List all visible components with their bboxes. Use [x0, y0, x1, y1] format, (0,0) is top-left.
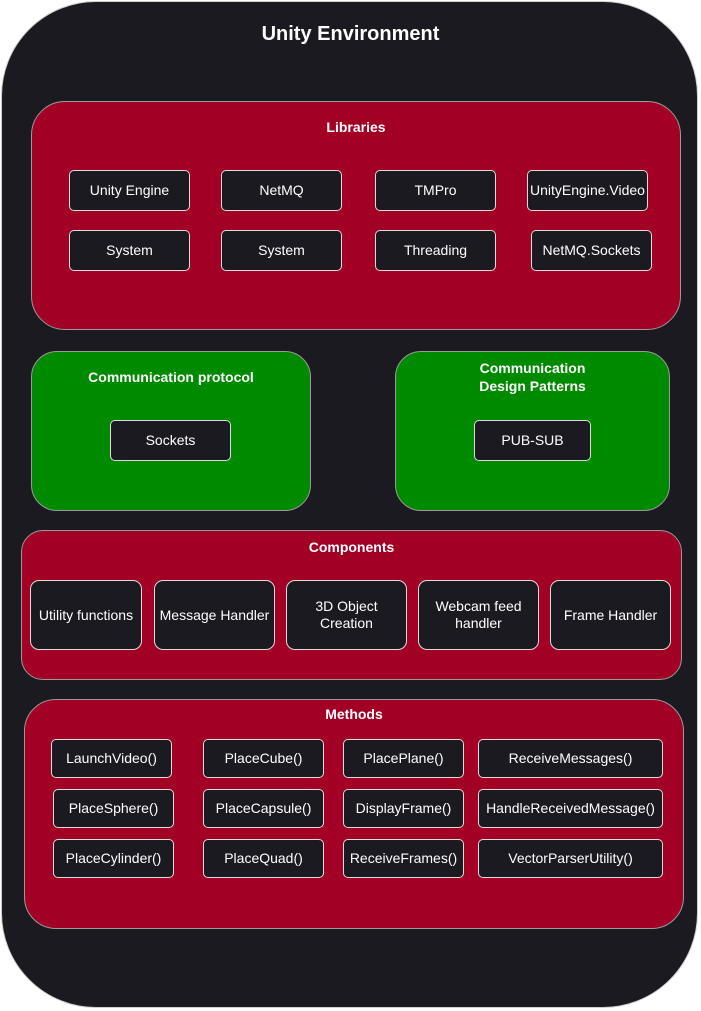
- method-launch-video: LaunchVideo(): [51, 739, 172, 778]
- method-place-cube: PlaceCube(): [203, 739, 324, 778]
- component-3d-object-creation: 3D Object Creation: [286, 580, 407, 650]
- libraries-title: Libraries: [326, 119, 386, 135]
- method-vector-parser-utility: VectorParserUtility(): [478, 839, 663, 878]
- diagram-title: Unity Environment: [261, 23, 440, 45]
- component-frame-handler: Frame Handler: [550, 580, 671, 650]
- method-receive-frames: ReceiveFrames(): [343, 839, 464, 878]
- method-receive-messages: ReceiveMessages(): [478, 739, 663, 778]
- method-place-cylinder: PlaceCylinder(): [53, 839, 174, 878]
- method-handle-received-message: HandleReceivedMessage(): [478, 789, 663, 828]
- method-display-frame: DisplayFrame(): [343, 789, 464, 828]
- library-system-2: System: [221, 230, 342, 271]
- methods-title: Methods: [325, 706, 383, 722]
- method-place-quad: PlaceQuad(): [203, 839, 324, 878]
- libraries-panel: Libraries: [31, 101, 681, 330]
- method-place-capsule: PlaceCapsule(): [203, 789, 324, 828]
- pattern-pub-sub: PUB-SUB: [474, 420, 591, 461]
- communication-protocol-title: Communication protocol: [88, 369, 254, 385]
- library-threading: Threading: [375, 230, 496, 271]
- method-place-plane: PlacePlane(): [343, 739, 464, 778]
- library-unity-engine: Unity Engine: [69, 170, 190, 211]
- library-system: System: [69, 230, 190, 271]
- method-place-sphere: PlaceSphere(): [53, 789, 174, 828]
- library-tmpro: TMPro: [375, 170, 496, 211]
- component-utility-functions: Utility functions: [30, 580, 142, 650]
- components-title: Components: [308, 539, 395, 555]
- library-netmq: NetMQ: [221, 170, 342, 211]
- design-patterns-title: Communication Design Patterns: [479, 360, 586, 394]
- library-netmq-sockets: NetMQ.Sockets: [531, 230, 652, 271]
- component-message-handler: Message Handler: [154, 580, 275, 650]
- library-unityengine-video: UnityEngine.Video: [527, 170, 648, 211]
- protocol-sockets: Sockets: [110, 420, 231, 461]
- component-webcam-feed-handler: Webcam feed handler: [418, 580, 539, 650]
